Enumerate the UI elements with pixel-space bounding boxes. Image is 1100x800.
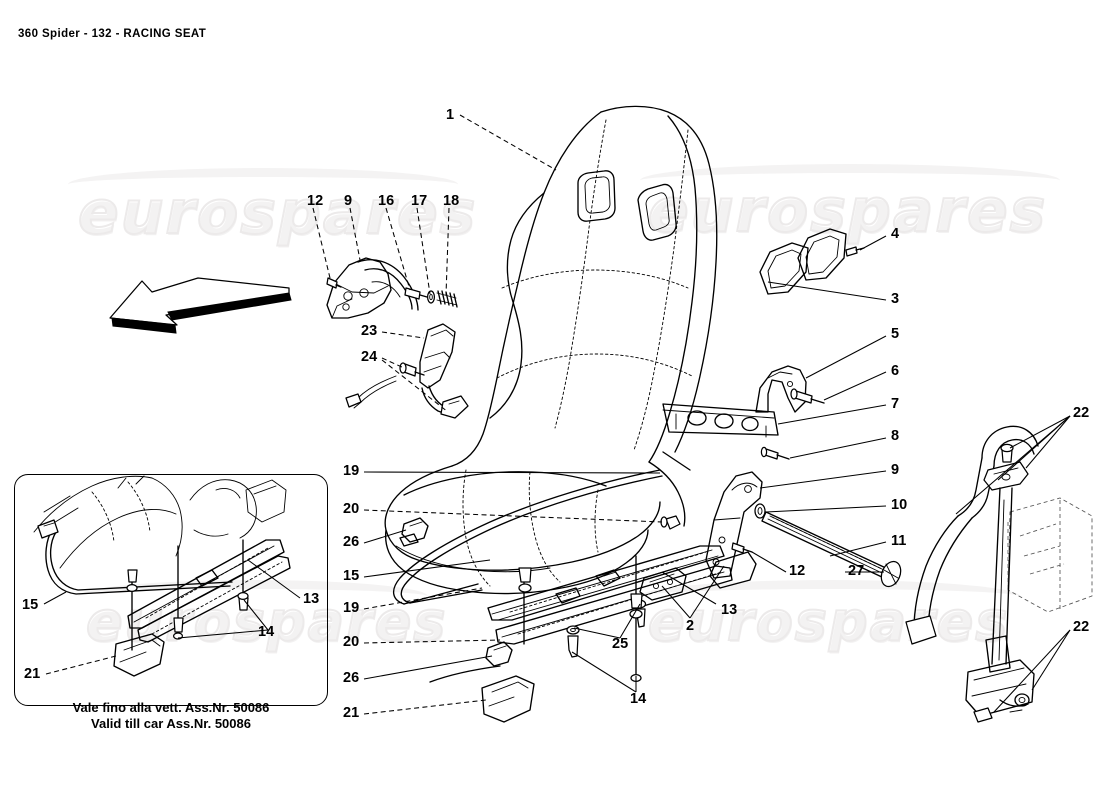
- callout-16: 16: [378, 193, 395, 209]
- harness-slot-left: [577, 170, 616, 222]
- callout-20-upper: 20: [343, 501, 360, 517]
- callout-27: 27: [848, 563, 865, 579]
- callout-17: 17: [411, 193, 428, 209]
- belt-guide-rings: [759, 228, 865, 295]
- fastener-8-screw: [760, 446, 790, 460]
- left-hinge-bracket-assembly: [326, 257, 458, 319]
- hinge-arm-9: [705, 471, 763, 579]
- clamp-26: [399, 517, 429, 547]
- callout-23: 23: [361, 323, 378, 339]
- inset-caption-italian: Vale fino alla vett. Ass.Nr. 50086: [72, 700, 270, 715]
- callout-15: 15: [343, 568, 360, 584]
- callout-11: 11: [891, 533, 907, 549]
- callout-12: 12: [307, 193, 324, 209]
- belt-buckle-assembly: [345, 323, 469, 419]
- fastener-18-spring: [436, 290, 458, 308]
- inset-detail-artwork: [33, 475, 301, 677]
- callout-19-upper: 19: [343, 463, 360, 479]
- watermark-eurospares-top-left: eurospares: [77, 177, 478, 249]
- callout-9: 9: [344, 193, 353, 209]
- callout-leaders: [312, 114, 1071, 715]
- slotted-rail-plate-7: [662, 403, 779, 438]
- callout-1: 1: [446, 107, 455, 123]
- watermark-swoosh-bottom-right: [640, 580, 1020, 613]
- callout-18: 18: [443, 193, 460, 209]
- seatbelt-assembly-22: [905, 425, 1093, 723]
- racing-seat-main: [384, 105, 718, 595]
- knob-27: [880, 560, 902, 588]
- callout-10: 10: [891, 497, 908, 513]
- inset-callout-21: 21: [24, 666, 41, 682]
- page-title: 360 Spider - 132 - RACING SEAT: [18, 28, 207, 40]
- watermark-swoosh-bottom-left: [78, 580, 428, 613]
- callout-19-lower: 19: [343, 600, 360, 616]
- fastener-6-screw: [790, 388, 825, 404]
- inset-detail-box: [14, 474, 328, 706]
- callout-6: 6: [891, 363, 900, 379]
- callout-4: 4: [891, 226, 900, 242]
- watermark-eurospares-bottom-left: eurospares: [85, 589, 448, 654]
- clamp-26b: [485, 641, 513, 667]
- belt-retractor-housing: [965, 635, 1035, 723]
- callout-25: 25: [612, 636, 629, 652]
- inset-trim-cover-21: [113, 633, 165, 677]
- belt-guide-ring-front: [759, 242, 809, 295]
- seat-slide-rail-assembly: [393, 469, 757, 723]
- callout-3: 3: [891, 291, 900, 307]
- callout-7: 7: [891, 396, 900, 412]
- harness-slot-right: [637, 183, 677, 241]
- fastener-17-washer: [426, 290, 436, 304]
- watermark-eurospares-bottom-right: eurospares: [647, 589, 1010, 654]
- fastener-24-bolt: [399, 362, 425, 377]
- callout-13: 13: [721, 602, 738, 618]
- callout-21: 21: [343, 705, 360, 721]
- fastener-25: [566, 625, 580, 658]
- callout-8: 8: [891, 428, 900, 444]
- arrow-left-down-icon: [109, 277, 292, 334]
- watermark-swoosh-top-right: [640, 164, 1060, 197]
- inset-caption-english: Valid till car Ass.Nr. 50086: [91, 716, 251, 731]
- fastener-12: [326, 277, 342, 289]
- inset-callout-13: 13: [303, 591, 320, 607]
- callout-14: 14: [630, 691, 647, 707]
- callout-26-upper: 26: [343, 534, 360, 550]
- clip-bracket-20: [660, 515, 681, 530]
- callout-5: 5: [891, 326, 900, 342]
- belt-guide-ring-rear: [797, 228, 847, 281]
- callout-12-lower: 12: [789, 563, 806, 579]
- trim-cover-21: [481, 675, 535, 723]
- fastener-14a: [518, 567, 532, 645]
- fastener-10-washer: [754, 503, 766, 519]
- callout-20-lower: 20: [343, 634, 360, 650]
- inset-callout-15: 15: [22, 597, 39, 613]
- outer-bracket-2: [709, 551, 757, 589]
- callout-24: 24: [361, 349, 378, 365]
- inset-callout-14: 14: [258, 624, 275, 640]
- saddle-bracket-5: [755, 365, 807, 413]
- callout-9-right: 9: [891, 462, 900, 478]
- mounting-plate-13: [639, 567, 687, 601]
- watermark-swoosh-top-left: [68, 168, 458, 201]
- callout-22-lower: 22: [1073, 619, 1090, 635]
- callout-26-lower: 26: [343, 670, 360, 686]
- long-shaft-11: [761, 511, 889, 579]
- right-bracket-assembly: [662, 365, 902, 588]
- callout-2: 2: [686, 618, 695, 634]
- callout-22-upper: 22: [1073, 405, 1090, 421]
